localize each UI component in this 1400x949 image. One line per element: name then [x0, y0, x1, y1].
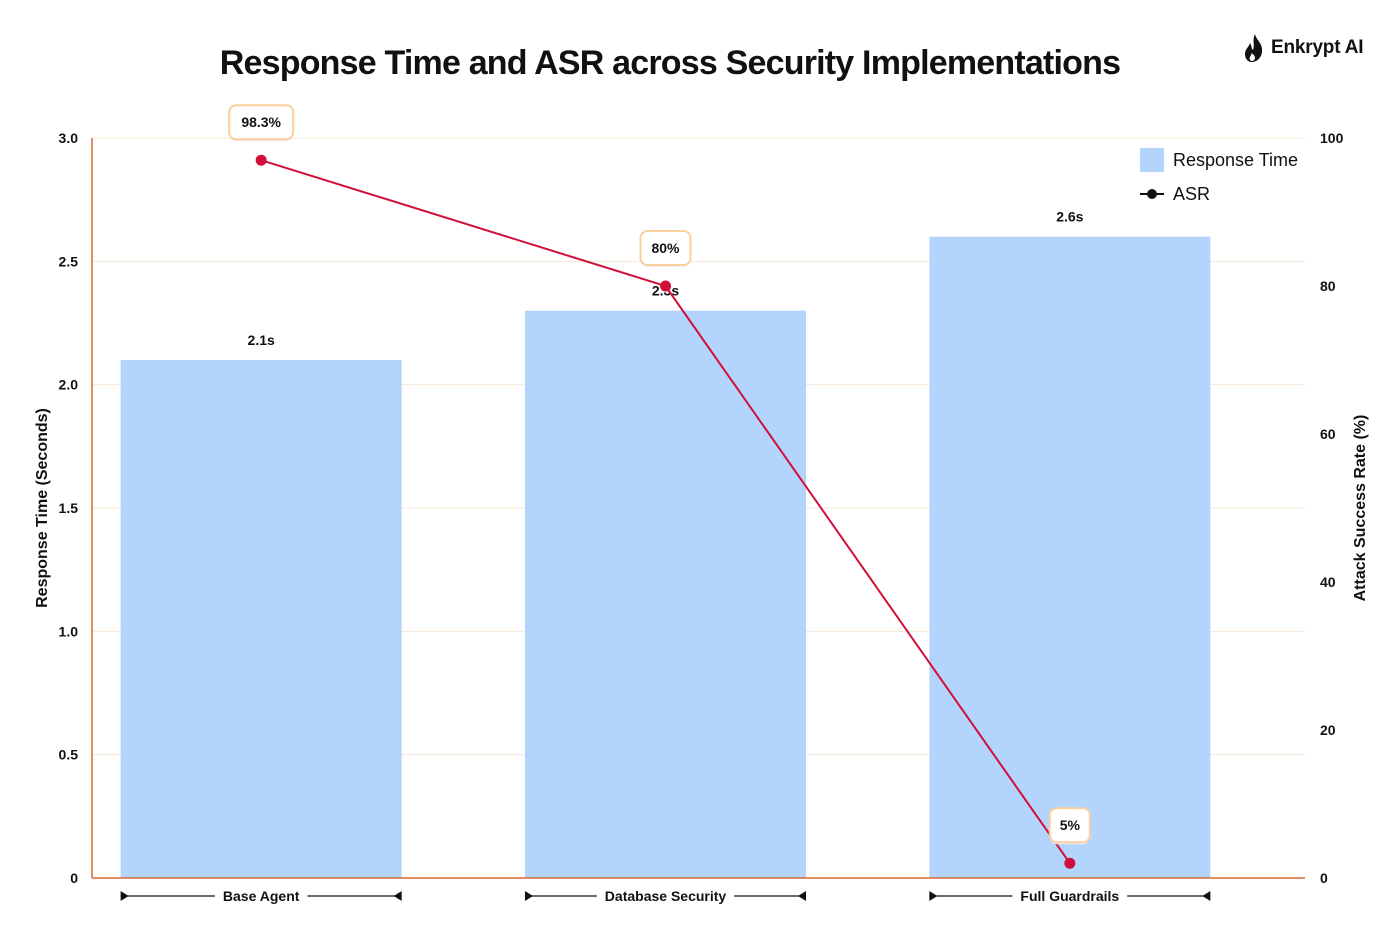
y2-tick-label: 20	[1320, 722, 1336, 738]
bar-value-label: 2.1s	[248, 332, 275, 348]
asr-data-label: 98.3%	[241, 114, 281, 130]
bracket-arrow-left	[525, 891, 533, 901]
x-tick-label: Database Security	[605, 888, 727, 904]
data-label-box	[228, 104, 295, 141]
bar-1	[120, 360, 402, 878]
y-tick-label: 0	[70, 870, 78, 886]
legend-marker-asr	[1147, 189, 1157, 199]
bracket-arrow-right	[798, 891, 806, 901]
asr-point-3	[1064, 857, 1076, 869]
x-tick-label: Full Guardrails	[1020, 888, 1119, 904]
y-tick-label: 2.5	[59, 253, 79, 269]
y2-tick-label: 60	[1320, 426, 1336, 442]
data-label-box	[1048, 807, 1091, 844]
asr-data-label: 5%	[1060, 817, 1081, 833]
brand-name: Enkrypt AI	[1271, 37, 1364, 58]
asr-point-2	[660, 280, 671, 292]
y-tick-label: 1.5	[59, 500, 79, 516]
y2-tick-label: 40	[1320, 574, 1336, 590]
y-axis-title: Response Time (Seconds)	[34, 408, 51, 608]
legend-label-response-time: Response Time	[1173, 150, 1298, 170]
brand-logo: Enkrypt AI	[1243, 33, 1364, 63]
y2-axis-title: Attack Success Rate (%)	[1352, 415, 1369, 602]
bracket-arrow-right	[393, 891, 402, 901]
bar-value-label: 2.6s	[1056, 209, 1083, 225]
asr-data-label: 80%	[651, 240, 680, 256]
y-tick-label: 2.0	[59, 377, 79, 393]
y2-tick-label: 80	[1320, 278, 1336, 294]
bracket-arrow-right	[1202, 891, 1211, 901]
legend-swatch-response-time	[1140, 148, 1164, 172]
x-tick-label: Base Agent	[223, 888, 300, 904]
y-tick-label: 1.0	[59, 623, 79, 639]
y-tick-label: 3.0	[59, 130, 79, 146]
flame-icon	[1245, 34, 1263, 62]
y2-tick-label: 0	[1320, 870, 1328, 886]
bracket-arrow-left	[120, 891, 129, 901]
y-tick-label: 0.5	[59, 747, 79, 763]
legend-label-asr: ASR	[1173, 184, 1210, 204]
data-label-box	[639, 230, 692, 266]
bar-3	[929, 236, 1211, 878]
asr-point-1	[255, 154, 267, 166]
bracket-arrow-left	[929, 891, 938, 901]
chart-title: Response Time and ASR across Security Im…	[219, 44, 1121, 82]
bar-2	[525, 310, 806, 879]
y2-tick-label: 100	[1320, 130, 1344, 146]
